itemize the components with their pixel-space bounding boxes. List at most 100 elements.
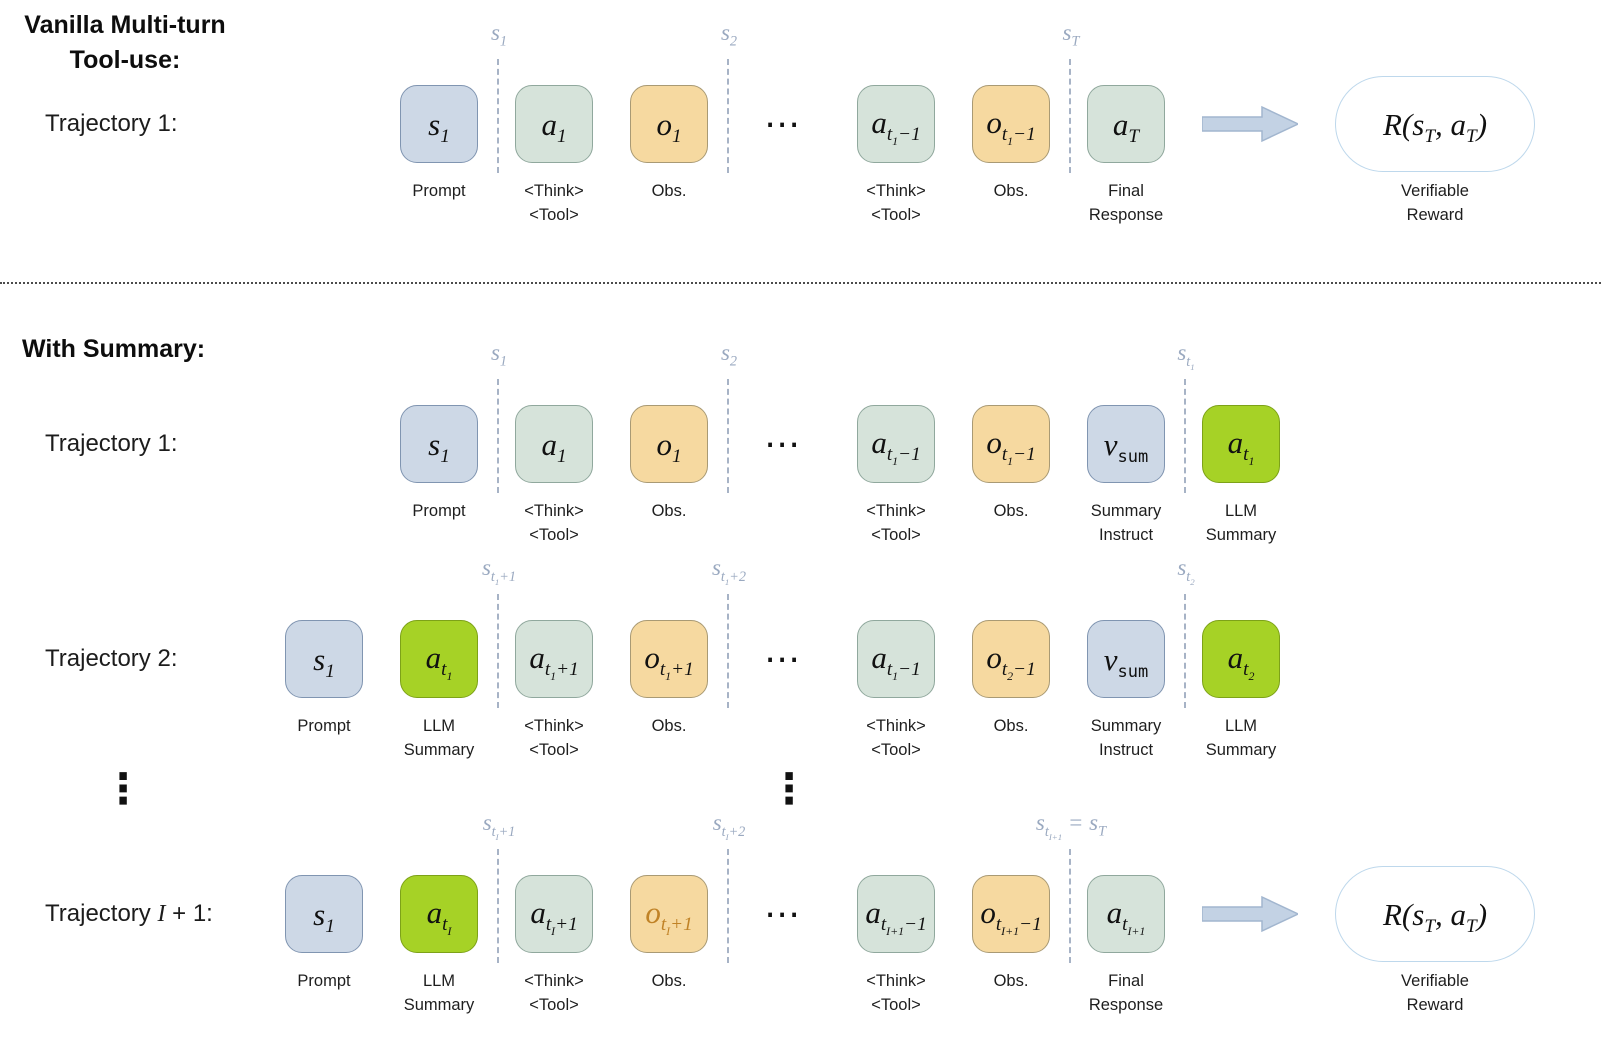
node-math: at1−1 bbox=[871, 639, 921, 684]
reward-pill: R(sT, aT) bbox=[1335, 866, 1535, 962]
state-separator bbox=[727, 59, 729, 173]
llm-summary-box: at1 bbox=[400, 620, 478, 698]
node-math: aT bbox=[1112, 106, 1140, 147]
action-box-unit: at1−1 <Think> <Tool> bbox=[857, 405, 935, 548]
node-math: at1−1 bbox=[871, 424, 921, 469]
trajectory-label: Trajectory 1: bbox=[45, 430, 178, 457]
node-caption: Obs. bbox=[651, 182, 687, 200]
reward-arrow-icon bbox=[1202, 85, 1298, 163]
node-caption: <Think> <Tool> bbox=[866, 972, 926, 1014]
action-box-unit: atI+1 <Think> <Tool> bbox=[515, 875, 593, 1018]
reward-math: R(sT, aT) bbox=[1382, 106, 1488, 147]
node-math: atI bbox=[426, 894, 452, 939]
node-caption: Obs. bbox=[651, 502, 687, 520]
node-math: ot1+1 bbox=[644, 639, 694, 684]
action-box: a1 bbox=[515, 405, 593, 483]
node-caption: <Think> <Tool> bbox=[524, 717, 584, 759]
observation-box: otI+1 bbox=[630, 875, 708, 953]
node-caption: Obs. bbox=[993, 717, 1029, 735]
node-math: ot1−1 bbox=[986, 104, 1036, 149]
verifiable-reward-node: R(sT, aT)Verifiable Reward bbox=[1335, 866, 1535, 1018]
state-separator-label: s2 bbox=[720, 20, 738, 50]
action-box: atI+1−1 bbox=[857, 875, 935, 953]
node-caption: LLM Summary bbox=[403, 972, 475, 1014]
action-box-unit: at1−1<Think> <Tool> bbox=[857, 620, 935, 763]
horizontal-ellipsis: ⋯ bbox=[764, 893, 801, 935]
action-box: at1−1 bbox=[857, 620, 935, 698]
trajectory-label: Trajectory 1: bbox=[45, 110, 178, 137]
node-math: vsum bbox=[1103, 641, 1149, 682]
trajectory-label: Trajectory 2: bbox=[45, 645, 178, 672]
observation-box: otI+1−1 bbox=[972, 875, 1050, 953]
node-caption: <Think> <Tool> bbox=[524, 972, 584, 1014]
node-caption: Summary Instruct bbox=[1090, 502, 1162, 544]
state-separator-label: st1+1 bbox=[481, 555, 517, 587]
action-box: at1−1 bbox=[857, 405, 935, 483]
section-title-vanilla: Vanilla Multi-turn Tool-use: bbox=[24, 11, 226, 74]
reward-math: R(sT, aT) bbox=[1382, 896, 1488, 937]
vertical-ellipsis-middle: ⋮ bbox=[768, 764, 810, 813]
node-math: at1 bbox=[1227, 424, 1255, 469]
node-caption: <Think> <Tool> bbox=[524, 502, 584, 544]
llm-summary-box: at1 bbox=[1202, 405, 1280, 483]
state-separator bbox=[497, 594, 499, 708]
state-separator bbox=[497, 59, 499, 173]
state-separator-label: s2 bbox=[720, 340, 738, 370]
action-box: aT bbox=[1087, 85, 1165, 163]
action-box: at1−1 bbox=[857, 85, 935, 163]
section-title-summary: With Summary: bbox=[22, 335, 206, 363]
node-math: o1 bbox=[656, 106, 682, 147]
node-math: atI+1 bbox=[1106, 894, 1146, 939]
node-math: at1 bbox=[425, 639, 453, 684]
trajectory-label: Trajectory I + 1: bbox=[45, 900, 213, 927]
state-separator bbox=[1069, 849, 1071, 963]
action-box: atI+1 bbox=[1087, 875, 1165, 953]
node-math: s1 bbox=[428, 426, 450, 467]
node-math: ot1−1 bbox=[986, 424, 1036, 469]
llm-summary-box-unit: atI LLM Summary stI+1 bbox=[400, 811, 515, 1018]
node-math: s1 bbox=[313, 896, 335, 937]
state-separator bbox=[497, 849, 499, 963]
state-separator-label: stI+1 bbox=[482, 810, 516, 842]
node-caption: Prompt bbox=[297, 972, 351, 990]
node-caption: <Think> <Tool> bbox=[866, 502, 926, 544]
node-math: atI+1 bbox=[530, 894, 578, 939]
node-math: otI+1−1 bbox=[980, 894, 1042, 939]
state-box: s1 bbox=[400, 85, 478, 163]
summary-instruct-box: vsum bbox=[1087, 620, 1165, 698]
node-caption: LLM Summary bbox=[403, 717, 475, 759]
state-separator bbox=[727, 849, 729, 963]
observation-box: ot1+1 bbox=[630, 620, 708, 698]
node-caption: Obs. bbox=[651, 972, 687, 990]
node-math: atI+1−1 bbox=[865, 894, 927, 939]
node-caption: Obs. bbox=[651, 717, 687, 735]
node-caption: Verifiable Reward bbox=[1401, 182, 1469, 224]
node-caption: LLM Summary bbox=[1205, 502, 1277, 544]
node-math: s1 bbox=[428, 106, 450, 147]
node-math: at2 bbox=[1227, 639, 1255, 684]
state-box: s1 bbox=[285, 620, 363, 698]
state-separator-label: stI+1 = sT bbox=[1035, 810, 1107, 842]
state-separator bbox=[497, 379, 499, 493]
state-separator-label: st1+2 bbox=[711, 555, 747, 587]
node-math: vsum bbox=[1103, 426, 1149, 467]
state-box: s1 bbox=[285, 875, 363, 953]
state-separator-label: st1 bbox=[1177, 340, 1195, 372]
node-caption: <Think> <Tool> bbox=[524, 182, 584, 224]
section-divider bbox=[0, 282, 1601, 284]
observation-box: o1 bbox=[630, 85, 708, 163]
